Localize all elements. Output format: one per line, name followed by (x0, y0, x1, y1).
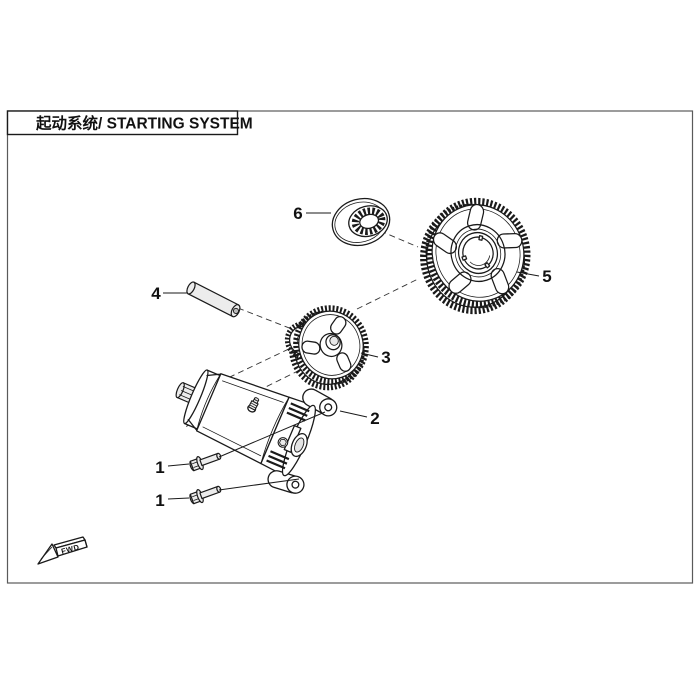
starter-motor-part (175, 369, 338, 494)
clutch-stripes (266, 402, 310, 470)
driven-gear-part (420, 197, 531, 315)
idler-gear-part (284, 305, 369, 391)
callout-4-gear-shaft: 4 (151, 284, 161, 303)
gear-cutouts (301, 315, 352, 372)
callout-6-bearing: 6 (293, 204, 302, 223)
mount-ear-upper (319, 398, 338, 417)
housing-screw (277, 437, 289, 448)
bearing-part (331, 197, 391, 247)
callout-leaders (163, 212, 540, 500)
callout-3-idler-gear: 3 (381, 348, 390, 367)
title-box (6, 110, 239, 136)
diagram-frame (6, 110, 694, 584)
fwd-direction-marker: FWD (37, 536, 88, 565)
callout-2-starter-motor: 2 (370, 409, 379, 428)
callout-1-bolt-upper: 1 (155, 458, 164, 477)
callout-numbers: 6 4 5 3 2 1 1 (151, 204, 551, 510)
callout-1-bolt-lower: 1 (155, 491, 164, 510)
bolt-lower-part (189, 485, 222, 505)
title-block: 起动系统/ STARTING SYSTEM (6, 110, 253, 136)
callout-5-driven-gear: 5 (542, 267, 551, 286)
bolt-upper-part (189, 452, 222, 472)
bolt-leader-lines (218, 411, 326, 491)
terminal-stud (247, 397, 260, 413)
gear-shaft-part (186, 281, 241, 318)
page-title: 起动系统/ STARTING SYSTEM (35, 114, 253, 133)
